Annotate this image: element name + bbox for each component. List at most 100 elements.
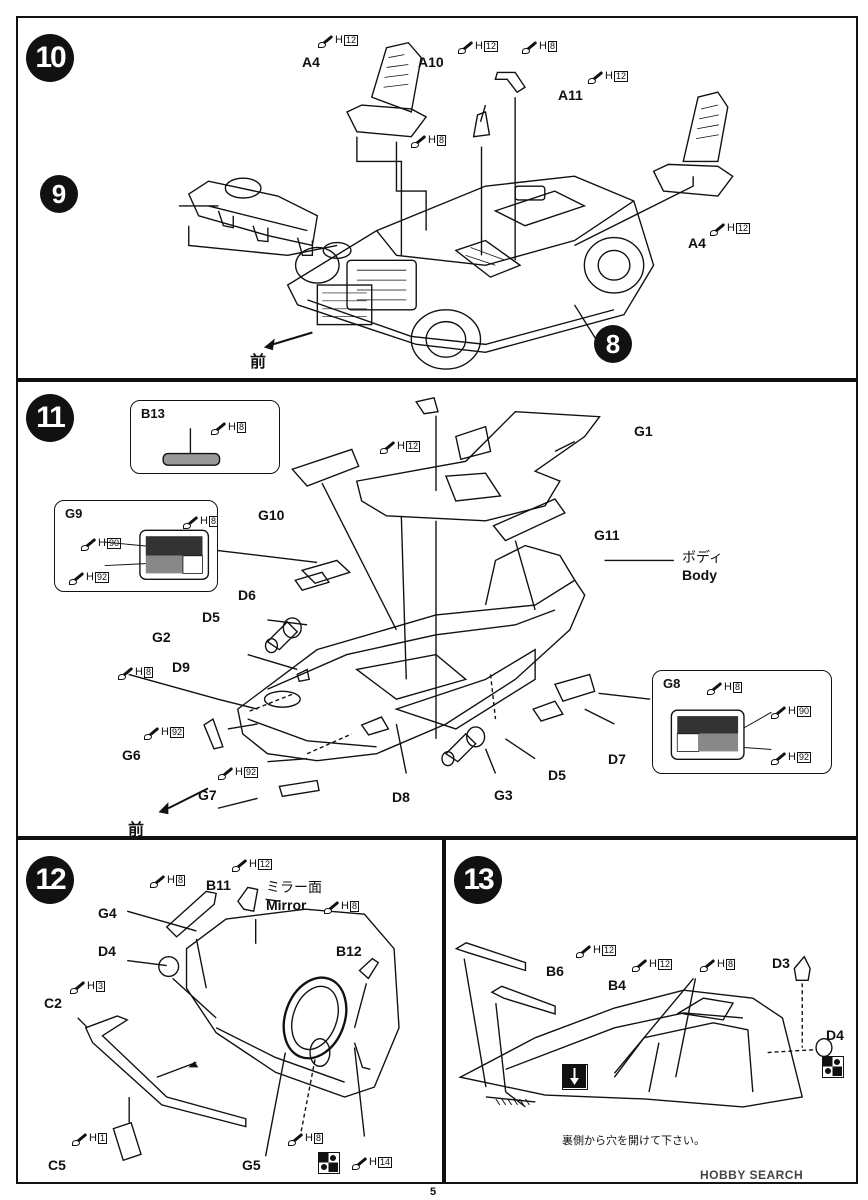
part-label-B6: B6 bbox=[546, 963, 564, 979]
brush-icon bbox=[352, 1156, 368, 1170]
part-label-G1: G1 bbox=[634, 423, 653, 439]
step-13-instruction-note: 裏側から穴を開けて下さい。 bbox=[562, 1135, 705, 1147]
brush-icon bbox=[218, 766, 234, 780]
brush-icon bbox=[710, 222, 726, 236]
part-label-G9: G9 bbox=[65, 506, 83, 521]
part-label-D5-right: D5 bbox=[548, 767, 566, 783]
brush-icon bbox=[771, 751, 787, 765]
brush-icon bbox=[707, 681, 723, 695]
brush-icon bbox=[72, 1132, 88, 1146]
brush-icon bbox=[150, 874, 166, 888]
part-label-A11: A11 bbox=[558, 87, 583, 103]
mirror-label-english: Mirror bbox=[266, 897, 307, 913]
part-label-A10: A10 bbox=[418, 54, 444, 70]
brush-icon bbox=[588, 70, 604, 84]
brush-icon bbox=[324, 900, 340, 914]
part-label-G4: G4 bbox=[98, 905, 117, 921]
brush-icon bbox=[144, 726, 160, 740]
part-label-D4: D4 bbox=[98, 943, 116, 959]
part-label-B11: B11 bbox=[206, 877, 231, 893]
step-10-number: 10 bbox=[26, 34, 74, 82]
brush-icon bbox=[81, 537, 97, 551]
sub-assembly-9-number: 9 bbox=[40, 175, 78, 213]
part-label-G7: G7 bbox=[198, 787, 217, 803]
part-label-A4-left: A4 bbox=[302, 54, 320, 70]
brush-icon bbox=[632, 958, 648, 972]
brush-icon bbox=[522, 40, 538, 54]
part-label-C2: C2 bbox=[44, 995, 62, 1011]
part-label-D9: D9 bbox=[172, 659, 190, 675]
front-direction-label: 前 bbox=[128, 822, 145, 839]
brush-icon bbox=[288, 1132, 304, 1146]
front-end-drawing bbox=[77, 886, 400, 1162]
part-label-G2: G2 bbox=[152, 629, 171, 645]
part-label-C5: C5 bbox=[48, 1157, 66, 1173]
chassis-interior-drawing bbox=[178, 41, 734, 370]
brush-icon bbox=[232, 858, 248, 872]
watermark-text: HOBBY SEARCH bbox=[700, 1168, 804, 1182]
part-label-D3: D3 bbox=[772, 955, 790, 971]
brush-icon bbox=[771, 705, 787, 719]
brush-icon bbox=[69, 571, 85, 585]
part-label-G11: G11 bbox=[594, 527, 620, 543]
part-label-B13: B13 bbox=[141, 406, 165, 421]
part-label-G6: G6 bbox=[122, 747, 141, 763]
step-11-number: 11 bbox=[26, 394, 74, 442]
tail-lamp-lens-icon bbox=[104, 529, 210, 580]
step-12-number: 12 bbox=[26, 856, 74, 904]
part-label-G10: G10 bbox=[258, 507, 285, 523]
body-assembly-drawing bbox=[128, 397, 674, 815]
brush-icon bbox=[118, 666, 134, 680]
tail-lamp-lens-icon bbox=[670, 709, 772, 760]
part-label-D4: D4 bbox=[826, 1027, 844, 1043]
front-direction-label: 前 bbox=[250, 354, 267, 371]
step-13-number: 13 bbox=[454, 856, 502, 904]
part-label-B4: B4 bbox=[608, 977, 626, 993]
rear-view-mirror-icon bbox=[162, 428, 221, 466]
part-label-D5-left: D5 bbox=[202, 609, 220, 625]
brush-icon bbox=[211, 421, 227, 435]
brush-icon bbox=[411, 134, 427, 148]
sub-assembly-8-number: 8 bbox=[594, 325, 632, 363]
adhesive-icon bbox=[318, 1152, 340, 1174]
page-number: 5 bbox=[430, 1186, 437, 1198]
brush-icon bbox=[70, 980, 86, 994]
part-label-D8: D8 bbox=[392, 789, 410, 805]
brush-icon bbox=[700, 958, 716, 972]
part-label-G5: G5 bbox=[242, 1157, 261, 1173]
mirror-label-japanese: ミラー面 bbox=[266, 879, 322, 895]
drill-hole-icon bbox=[562, 1064, 588, 1090]
body-label-japanese: ボディ bbox=[682, 549, 724, 565]
brush-icon bbox=[576, 944, 592, 958]
brush-icon bbox=[318, 34, 334, 48]
adhesive-icon bbox=[822, 1056, 844, 1078]
